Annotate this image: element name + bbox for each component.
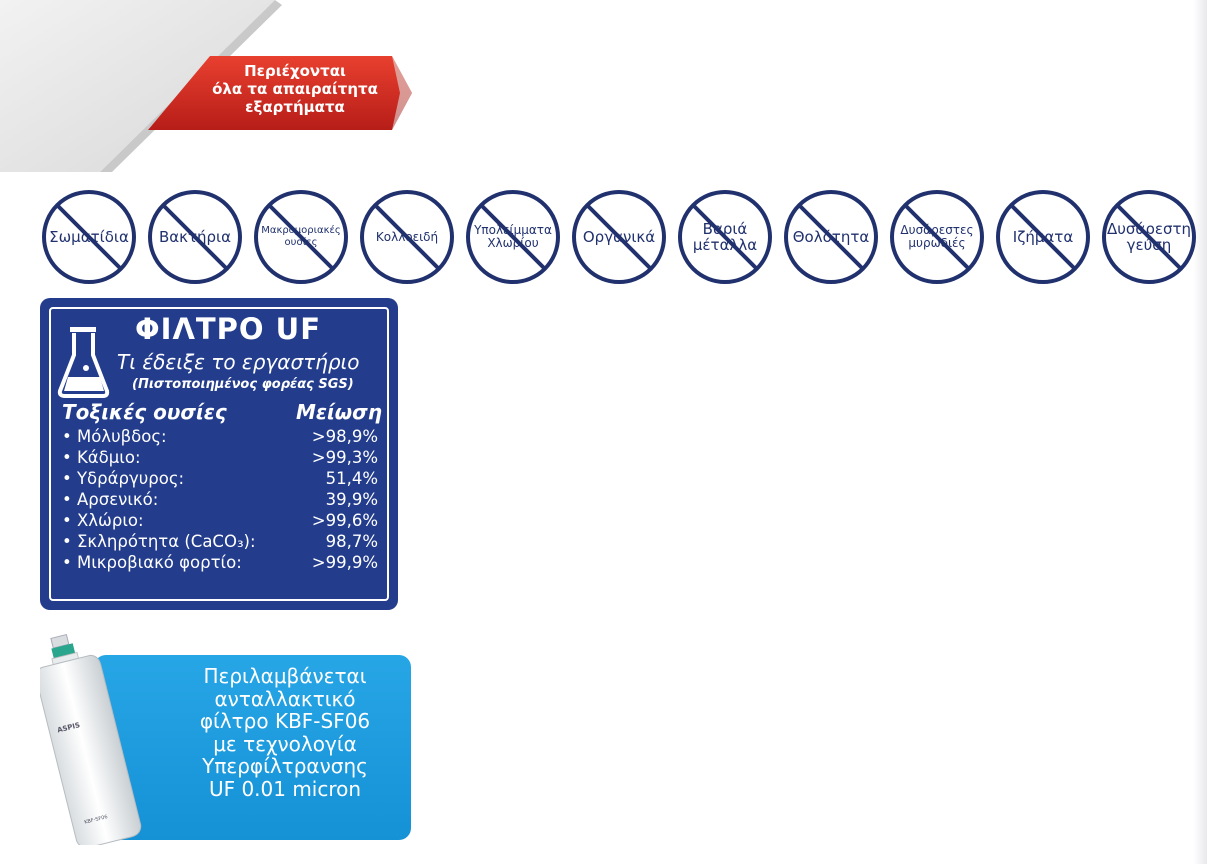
prohibited-icon <box>360 190 454 284</box>
prohibited-icon <box>466 190 560 284</box>
lab-title: ΦΙΛΤΡΟ UF <box>135 312 322 346</box>
badge-10: Ιζήματα <box>994 188 1092 286</box>
corner-fold-graphic <box>0 0 412 172</box>
badge-label: Θολότητα <box>792 228 870 246</box>
lab-certifier: (Πιστοποιημένος φορέας SGS) <box>132 377 354 392</box>
prohibited-icon <box>678 190 772 284</box>
badge-9: Δυσάρεστες μυρωδιές <box>888 188 986 286</box>
badge-label: Βαριά μέταλλα <box>692 220 758 254</box>
ribbon-text: Περιέχονται όλα τα απαιραίτητα εξαρτήματ… <box>212 62 378 116</box>
reduction-value: 98,7% <box>325 532 378 551</box>
badge-label: Ιζήματα <box>1012 228 1074 246</box>
badge-4: Κολλοειδή <box>358 188 456 286</box>
substance-name: • Αρσενικό: <box>62 490 159 509</box>
badge-1: Σωματίδια <box>40 188 138 286</box>
prohibited-icon <box>996 190 1090 284</box>
badge-11: Δυσάρεστη γεύση <box>1100 188 1198 286</box>
prohibited-icon <box>784 190 878 284</box>
lab-row: • Σκληρότητα (CaCO₃): 98,7% <box>62 531 378 552</box>
lab-row: • Κάδμιο: >99,3% <box>62 447 378 468</box>
prohibited-icon <box>148 190 242 284</box>
badge-3: Μακρομοριακές ουσίες <box>252 188 350 286</box>
prohibited-icon <box>572 190 666 284</box>
substance-name: • Σκληρότητα (CaCO₃): <box>62 532 256 551</box>
badge-label: Βακτήρια <box>158 228 232 246</box>
badge-7: Βαριά μέταλλα <box>676 188 774 286</box>
badge-label: Δυσάρεστες μυρωδιές <box>900 223 974 250</box>
cartridge-model: KBF-SF06 <box>84 814 109 826</box>
filter-cartridge-image: ASPIS KBF-SF06 <box>40 633 142 845</box>
substance-name: • Κάδμιο: <box>62 448 141 467</box>
badge-label: Οργανικά <box>582 228 656 246</box>
right-edge-shade <box>1193 0 1207 864</box>
badge-label: Μακρομοριακές ουσίες <box>261 225 341 248</box>
lab-row: • Χλώριο: >99,6% <box>62 510 378 531</box>
substance-name: • Μικροβιακό φορτίο: <box>62 553 242 572</box>
lab-row: • Υδράργυρος: 51,4% <box>62 468 378 489</box>
reduction-value: >98,9% <box>311 427 378 446</box>
substance-name: • Υδράργυρος: <box>62 469 185 488</box>
promo-blue-box <box>94 655 411 840</box>
reduction-value: >99,6% <box>311 511 378 530</box>
badge-2: Βακτήρια <box>146 188 244 286</box>
prohibited-icon <box>42 190 136 284</box>
contaminant-badges: Σωματίδια Βακτήρια Μακρομοριακές ουσίες Κολ… <box>40 188 1207 286</box>
badge-8: Θολότητα <box>782 188 880 286</box>
reduction-value: 51,4% <box>325 469 378 488</box>
lab-table-rows: • Μόλυβδος:>98,9%• Κάδμιο:>99,3%• Υδράργ… <box>62 426 378 573</box>
replacement-filter-promo: Περιλαμβάνεται ανταλλακτικό φίλτρο KBF-S… <box>40 625 412 845</box>
reduction-value: >99,9% <box>311 553 378 572</box>
prohibited-icon <box>254 190 348 284</box>
corner-banner: Περιέχονται όλα τα απαιραίτητα εξαρτήματ… <box>0 0 420 175</box>
lab-results-panel: ΦΙΛΤΡΟ UF Τι έδειξε το εργαστήριο (Πιστο… <box>40 298 398 610</box>
flask-icon <box>57 327 110 398</box>
lab-row: • Μόλυβδος: >98,9% <box>62 426 378 447</box>
col-substances: Τοξικές ουσίες <box>62 400 227 424</box>
lab-row: • Αρσενικό: 39,9% <box>62 489 378 510</box>
badge-5: Υπολείμματα Χλωρίου <box>464 188 562 286</box>
badge-label: Κολλοειδή <box>375 229 439 244</box>
badge-label: Δυσάρεστη γεύση <box>1106 220 1191 254</box>
badge-label: Σωματίδια <box>49 228 129 246</box>
col-reduction: Μείωση <box>295 400 382 424</box>
promo-text: Περιλαμβάνεται ανταλλακτικό φίλτρο KBF-S… <box>199 664 371 801</box>
prohibited-icon <box>1102 190 1196 284</box>
reduction-value: >99,3% <box>311 448 378 467</box>
badge-6: Οργανικά <box>570 188 668 286</box>
badge-label: Υπολείμματα Χλωρίου <box>474 223 552 250</box>
lab-row: • Μικροβιακό φορτίο: >99,9% <box>62 552 378 573</box>
reduction-value: 39,9% <box>325 490 378 509</box>
lab-subtitle: Τι έδειξε το εργαστήριο <box>117 350 360 374</box>
substance-name: • Μόλυβδος: <box>62 427 167 446</box>
prohibited-icon <box>890 190 984 284</box>
lab-table-header: Τοξικές ουσίες Μείωση <box>62 400 382 424</box>
lab-panel-border <box>49 307 389 601</box>
substance-name: • Χλώριο: <box>62 511 144 530</box>
